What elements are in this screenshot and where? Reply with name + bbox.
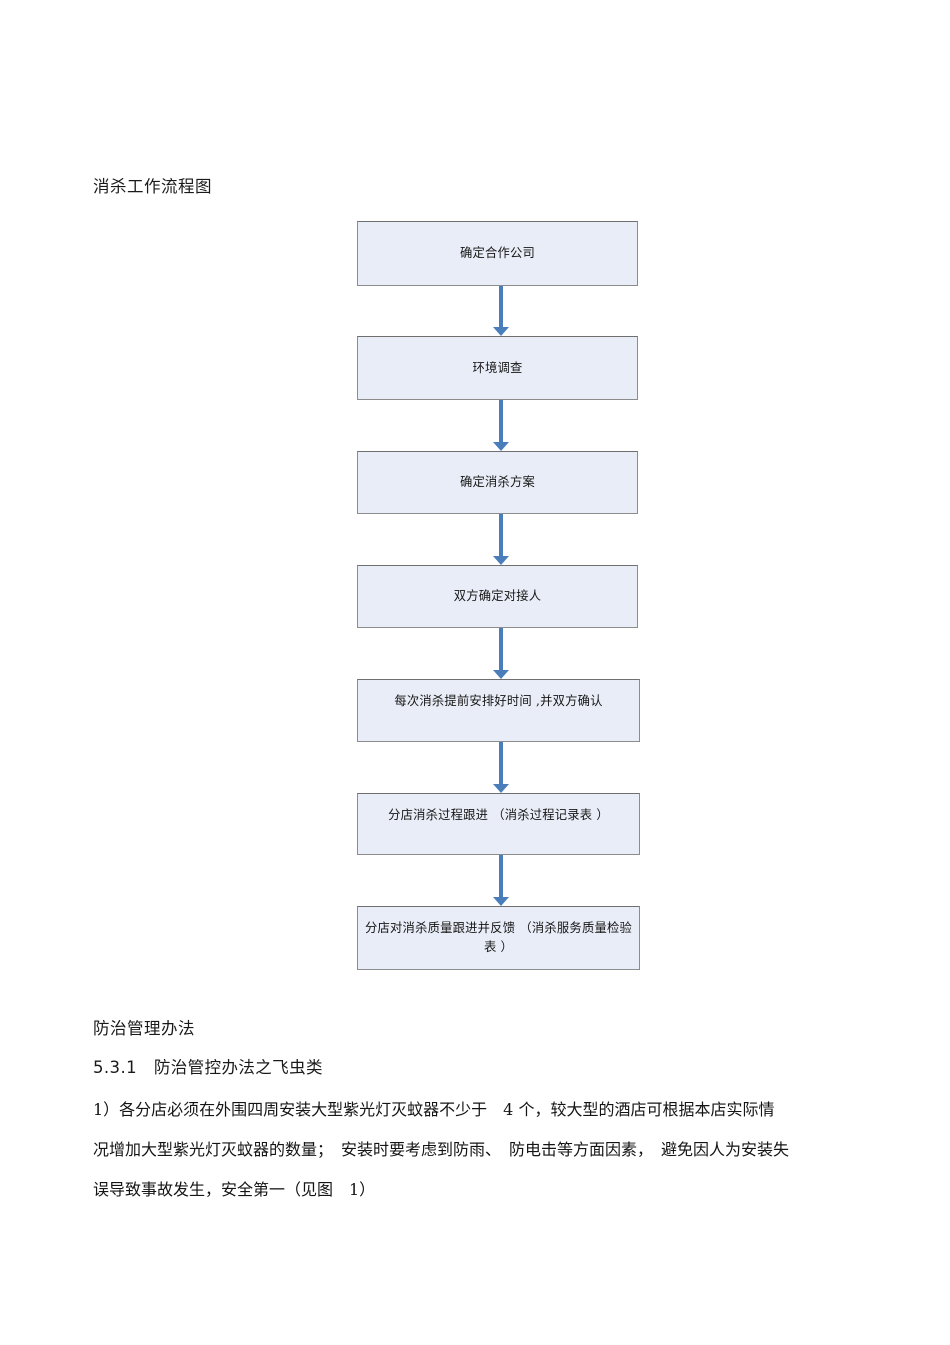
flow-node-3: 确定消杀方案 bbox=[357, 451, 638, 514]
paragraph-line: 1）各分店必须在外围四周安装大型紫光灯灭蚊器不少于 4 个，较大型的酒店可根据本… bbox=[93, 1100, 775, 1119]
flow-connector-5 bbox=[492, 742, 510, 793]
flow-connector-1 bbox=[492, 286, 510, 336]
connector-shaft bbox=[499, 286, 503, 327]
flow-node-5: 每次消杀提前安排好时间 ,并双方确认 bbox=[357, 679, 640, 742]
flow-connector-6 bbox=[492, 855, 510, 906]
arrowhead-icon bbox=[493, 670, 509, 679]
flow-node-1: 确定合作公司 bbox=[357, 221, 638, 286]
heading-fangzhi-guanli: 防治管理办法 bbox=[93, 1019, 195, 1038]
flowchart-title: 消杀工作流程图 bbox=[93, 177, 212, 196]
paragraph-line: 误导致事故发生，安全第一（见图 1） bbox=[93, 1180, 376, 1199]
flow-connector-2 bbox=[492, 400, 510, 451]
connector-shaft bbox=[499, 855, 503, 897]
connector-shaft bbox=[499, 628, 503, 670]
paragraph-line: 况增加大型紫光灯灭蚊器的数量； 安装时要考虑到防雨、 防电击等方面因素， 避免因… bbox=[93, 1140, 790, 1159]
flow-node-2-label: 环境调查 bbox=[472, 360, 523, 375]
flow-node-6: 分店消杀过程跟进 （消杀过程记录表 ） bbox=[357, 793, 640, 855]
flow-node-1-label: 确定合作公司 bbox=[460, 246, 535, 260]
flow-node-3-label: 确定消杀方案 bbox=[460, 475, 535, 489]
paragraph-flying-insects: 1）各分店必须在外围四周安装大型紫光灯灭蚊器不少于 4 个，较大型的酒店可根据本… bbox=[93, 1090, 865, 1210]
flowchart: 确定合作公司 环境调查 确定消杀方案 双方确定对接人 每次消杀提 bbox=[357, 221, 640, 970]
flow-node-2: 环境调查 bbox=[357, 336, 638, 400]
flow-node-5-label: 每次消杀提前安排好时间 ,并双方确认 bbox=[394, 694, 603, 708]
arrowhead-icon bbox=[493, 784, 509, 793]
flow-connector-4 bbox=[492, 628, 510, 679]
connector-shaft bbox=[499, 742, 503, 784]
flow-node-6-label: 分店消杀过程跟进 （消杀过程记录表 ） bbox=[388, 808, 609, 822]
flow-node-7-label: 分店对消杀质量跟进并反馈 （消杀服务质量检验表 ） bbox=[365, 921, 632, 954]
connector-shaft bbox=[499, 514, 503, 556]
arrowhead-icon bbox=[493, 442, 509, 451]
connector-shaft bbox=[499, 400, 503, 442]
arrowhead-icon bbox=[493, 327, 509, 336]
heading-section-5-3-1: 5.3.1 防治管控办法之飞虫类 bbox=[93, 1058, 323, 1077]
flow-node-4: 双方确定对接人 bbox=[357, 565, 638, 628]
flow-node-7: 分店对消杀质量跟进并反馈 （消杀服务质量检验表 ） bbox=[357, 906, 640, 970]
flow-connector-3 bbox=[492, 514, 510, 565]
flow-node-4-label: 双方确定对接人 bbox=[453, 589, 542, 603]
arrowhead-icon bbox=[493, 897, 509, 906]
arrowhead-icon bbox=[493, 556, 509, 565]
